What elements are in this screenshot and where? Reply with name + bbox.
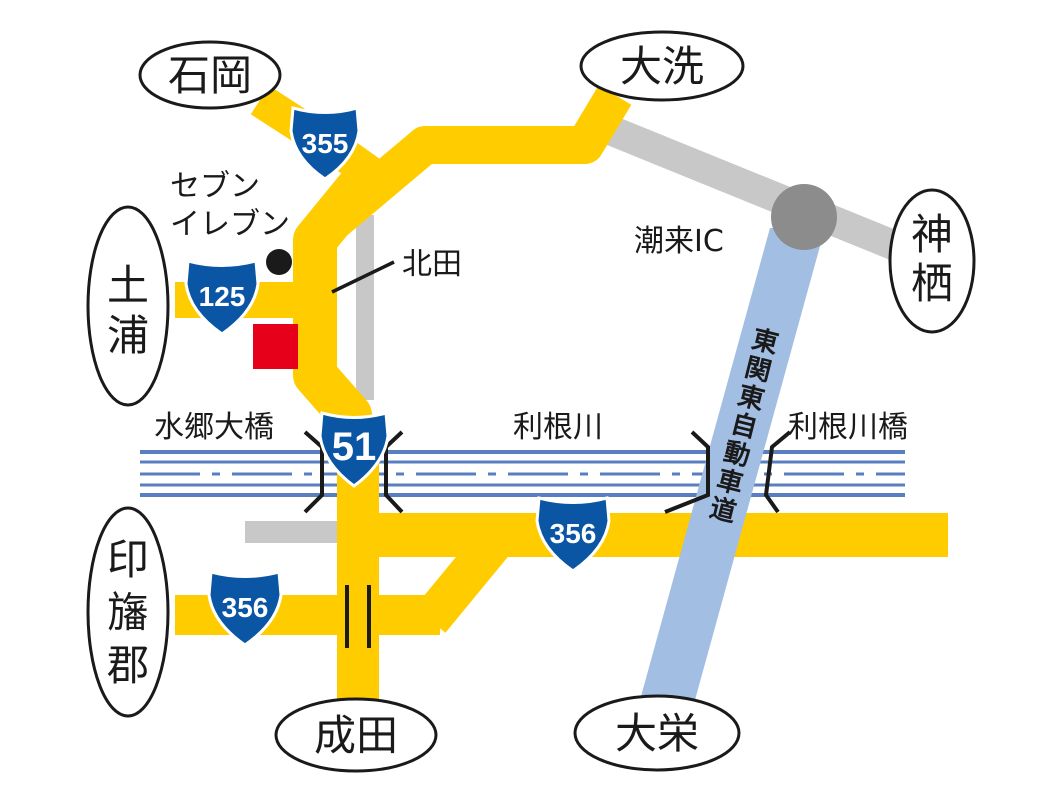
place-tsuchiura-1: 土 bbox=[107, 261, 149, 310]
oval-narita: 成田 bbox=[274, 697, 438, 773]
seven-eleven-dot bbox=[266, 249, 292, 275]
tone-bridge-marks bbox=[664, 430, 792, 514]
label-tone-river: 利根川 bbox=[513, 410, 603, 445]
label-tone-bridge: 利根川橋 bbox=[788, 410, 908, 445]
kitada-leader-line bbox=[331, 260, 395, 294]
place-oarai: 大洗 bbox=[620, 42, 704, 91]
higashi-kanto-expressway bbox=[640, 228, 825, 700]
oval-kamisu: 神 栖 bbox=[888, 188, 976, 334]
place-tsuchiura-2: 浦 bbox=[107, 311, 149, 360]
destination-marker bbox=[253, 324, 298, 369]
road-oarai-kamisu bbox=[604, 116, 936, 274]
oval-inba: 印 旛 郡 bbox=[86, 506, 170, 718]
route-125-shield: 125 bbox=[184, 259, 260, 336]
place-inba-2: 旛 bbox=[107, 588, 149, 637]
route-355-number: 355 bbox=[302, 128, 349, 159]
label-seven-eleven-line2: イレブン bbox=[170, 207, 290, 242]
route-125-number: 125 bbox=[199, 281, 246, 312]
oval-tsuchiura: 土 浦 bbox=[86, 205, 170, 407]
route-356-west-shield: 356 bbox=[207, 570, 283, 647]
oval-ishioka: 石岡 bbox=[138, 40, 282, 110]
oval-oarai: 大洗 bbox=[579, 30, 745, 102]
route-356-west-number: 356 bbox=[222, 592, 269, 623]
label-expressway: 東 関 東 自 動 車 道 bbox=[707, 325, 782, 529]
label-kitada: 北田 bbox=[402, 247, 462, 282]
route-355-shield: 355 bbox=[289, 106, 361, 181]
route-51-shield: 51 bbox=[318, 411, 390, 488]
label-seven-eleven-line1: セブン bbox=[170, 169, 260, 204]
itako-ic-marker bbox=[771, 184, 837, 250]
place-inba-3: 郡 bbox=[107, 641, 149, 690]
place-sakae: 大栄 bbox=[615, 709, 699, 758]
tone-river bbox=[140, 450, 905, 497]
route-356-east-shield: 356 bbox=[535, 496, 611, 573]
suigo-bridge-marks bbox=[303, 430, 404, 514]
place-narita: 成田 bbox=[314, 711, 398, 760]
label-suigo-bridge: 水郷大橋 bbox=[154, 410, 274, 445]
main-roads bbox=[175, 85, 948, 705]
connector-road bbox=[414, 522, 516, 633]
label-itako-ic: 潮来IC bbox=[634, 224, 724, 259]
place-kamisu-2: 栖 bbox=[911, 259, 953, 308]
route-51-number: 51 bbox=[332, 425, 377, 469]
oval-sakae: 大栄 bbox=[573, 694, 741, 772]
place-ishioka: 石岡 bbox=[168, 51, 252, 100]
place-kamisu-1: 神 bbox=[911, 210, 953, 259]
minor-roads bbox=[245, 116, 936, 543]
road-to-oarai bbox=[317, 85, 632, 240]
place-inba-1: 印 bbox=[107, 535, 149, 584]
route-356-east-number: 356 bbox=[550, 518, 597, 549]
